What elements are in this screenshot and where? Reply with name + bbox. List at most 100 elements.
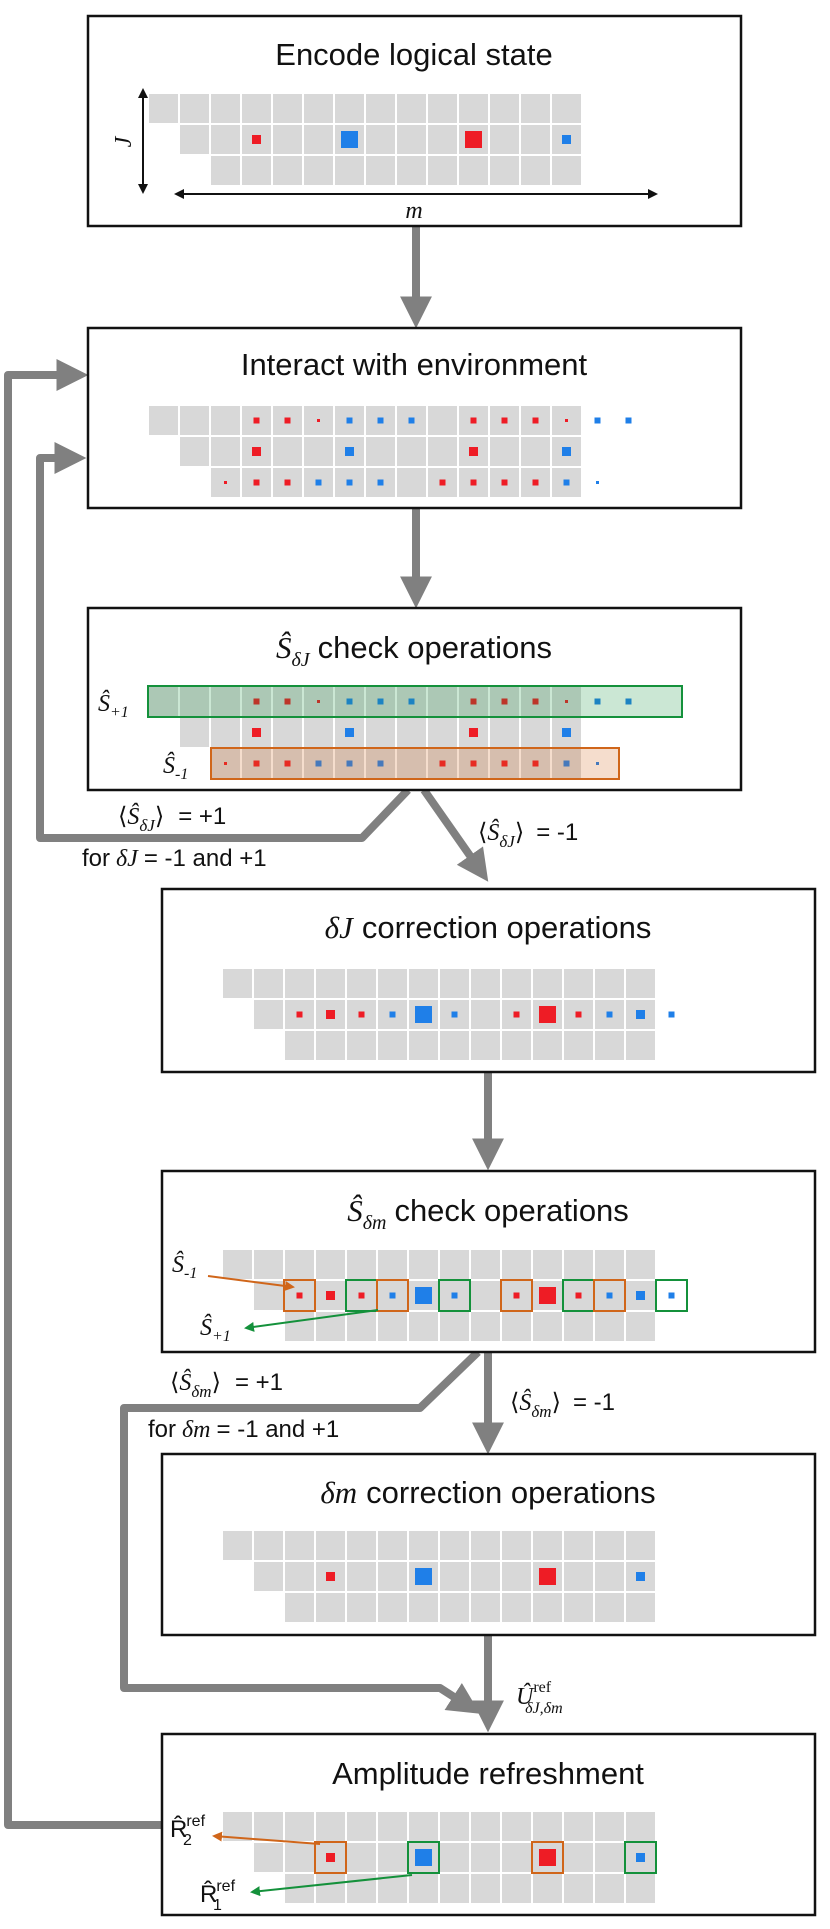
qudit-cell <box>285 1593 314 1622</box>
stage-title-text: check operations <box>318 630 552 665</box>
qudit-grid <box>223 1250 675 1341</box>
delta-m-symbol: δm <box>320 1475 357 1510</box>
qudit-cell <box>242 156 271 185</box>
amplitude-marker <box>470 417 477 424</box>
qudit-cell <box>595 1843 624 1872</box>
amplitude-marker <box>451 1292 458 1299</box>
qudit-cell <box>490 94 519 123</box>
qudit-cell <box>378 1312 407 1341</box>
s-hat-symbol: Ŝ <box>487 819 499 846</box>
qudit-cell <box>254 1000 283 1029</box>
qudit-cell <box>440 1593 469 1622</box>
qudit-cell <box>180 94 209 123</box>
qudit-cell <box>440 1312 469 1341</box>
amplitude-marker <box>596 762 599 765</box>
qudit-cell <box>564 1531 593 1560</box>
qudit-grid <box>149 687 632 778</box>
amplitude-marker <box>252 135 261 144</box>
qudit-cell <box>304 94 333 123</box>
amplitude-marker <box>562 135 571 144</box>
qudit-cell <box>471 1562 500 1591</box>
qudit-cell <box>180 437 209 466</box>
langle: ⟨ <box>478 819 487 846</box>
langle: ⟨ <box>118 803 127 830</box>
amplitude-marker <box>539 1287 556 1304</box>
qudit-cell <box>366 94 395 123</box>
amplitude-marker <box>224 481 227 484</box>
qudit-cell <box>397 468 426 497</box>
qudit-cell <box>316 1250 345 1279</box>
qudit-cell <box>502 1812 531 1841</box>
qudit-cell <box>316 1593 345 1622</box>
amplitude-marker <box>252 447 261 456</box>
qudit-cell <box>347 1250 376 1279</box>
qudit-cell <box>211 718 240 747</box>
delta-j-subscript: δJ <box>499 832 516 851</box>
m-axis-label: m <box>405 198 422 224</box>
qudit-cell <box>347 969 376 998</box>
plus1-subscript: +1 <box>212 1328 231 1345</box>
qudit-cell <box>626 1312 655 1341</box>
qudit-cell <box>347 1031 376 1060</box>
qudit-cell <box>533 1531 562 1560</box>
qudit-cell <box>273 437 302 466</box>
delta-m-subscript: δm <box>363 1212 387 1234</box>
qudit-cell <box>564 1250 593 1279</box>
amplitude-marker <box>317 700 320 703</box>
amplitude-marker <box>377 479 384 486</box>
amplitude-marker <box>469 728 478 737</box>
amplitude-marker <box>415 1568 432 1585</box>
qudit-cell <box>595 1250 624 1279</box>
amplitude-marker <box>389 1292 396 1299</box>
amplitude-marker <box>346 698 353 705</box>
qudit-cell <box>564 969 593 998</box>
qudit-cell <box>459 156 488 185</box>
amplitude-marker <box>377 417 384 424</box>
qudit-cell <box>595 1312 624 1341</box>
qudit-cell <box>564 1812 593 1841</box>
qudit-cell <box>285 1562 314 1591</box>
qudit-grid <box>223 1812 655 1903</box>
s-hat-symbol: Ŝ <box>519 1389 531 1416</box>
qudit-cell <box>409 1250 438 1279</box>
eq-minus: = -1 <box>536 819 578 846</box>
check-j-plus-outcome: ⟨ŜδJ⟩= +1 <box>118 803 226 835</box>
amplitude-marker <box>636 1572 645 1581</box>
stabilizer-pair-boxes <box>283 1279 688 1312</box>
qudit-cell <box>521 94 550 123</box>
qudit-cell <box>316 1031 345 1060</box>
qudit-cell <box>595 1562 624 1591</box>
stabilizer-box <box>376 1279 409 1312</box>
stabilizer-box <box>407 1841 440 1874</box>
refresh-highlight-boxes <box>314 1841 657 1874</box>
qudit-cell <box>254 1562 283 1591</box>
ref-superscript: ref <box>533 1679 551 1696</box>
amplitude-marker <box>606 1011 613 1018</box>
stabilizer-box <box>624 1841 657 1874</box>
amplitude-marker <box>326 1291 335 1300</box>
qudit-cell <box>254 1843 283 1872</box>
qudit-cell <box>552 94 581 123</box>
qudit-cell <box>428 687 457 716</box>
qudit-cell <box>626 1593 655 1622</box>
arrow-check-m-bypass <box>120 1349 481 1714</box>
qudit-cell <box>397 437 426 466</box>
amplitude-marker <box>346 417 353 424</box>
qudit-cell <box>595 1874 624 1903</box>
amplitude-marker <box>377 698 384 705</box>
qudit-cell <box>409 1593 438 1622</box>
qudit-cell <box>521 437 550 466</box>
qudit-cell <box>440 1562 469 1591</box>
qudit-cell <box>409 1874 438 1903</box>
stage-title: Encode logical state <box>275 37 552 72</box>
qudit-cell <box>626 1874 655 1903</box>
amplitude-marker <box>470 698 477 705</box>
qudit-cell <box>471 1250 500 1279</box>
amplitude-marker <box>358 1011 365 1018</box>
qudit-cell <box>366 156 395 185</box>
delta-m-symbol: δm <box>182 1417 211 1443</box>
s-minus1-stabilizer-region <box>210 747 620 780</box>
amplitude-marker <box>501 417 508 424</box>
